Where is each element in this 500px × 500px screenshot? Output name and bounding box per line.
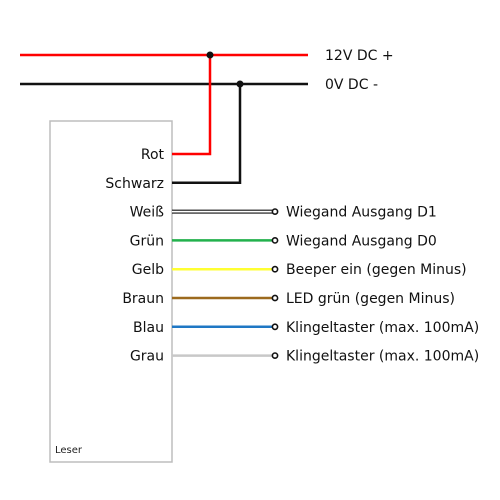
wire-7: Grau Klingeltaster (max. 100mA) [130, 349, 479, 365]
wire-3: Grün Wiegand Ausgang D0 [130, 233, 437, 249]
wire-2: Weiß Wiegand Ausgang D1 [130, 205, 437, 221]
terminal-dot [271, 208, 279, 215]
wire-label: Weiß [130, 205, 165, 221]
wire-label: Grün [130, 233, 164, 249]
reader-label: Leser [55, 445, 83, 456]
wire-function-label: Klingeltaster (max. 100mA) [286, 349, 479, 365]
terminal-dot [271, 294, 279, 302]
wire-line [172, 55, 212, 156]
wire-function-label: Wiegand Ausgang D1 [286, 205, 437, 221]
reader-box [49, 120, 173, 463]
wire-label: Blau [133, 320, 164, 336]
wire-function-label: Klingeltaster (max. 100mA) [286, 320, 479, 336]
wire-label: Gelb [132, 262, 164, 278]
wire-6: Blau Klingeltaster (max. 100mA) [133, 320, 479, 336]
wire-label: Rot [141, 147, 165, 163]
terminal-dot [271, 236, 279, 244]
wire-function-label: Wiegand Ausgang D0 [286, 233, 437, 249]
wire-label: Schwarz [105, 176, 164, 192]
wire-0: Rot [141, 51, 214, 163]
wire-function-label: LED grün (gegen Minus) [286, 291, 455, 307]
terminal-dot [271, 352, 279, 359]
wire-label: Braun [122, 291, 164, 307]
junction-dot [206, 51, 214, 59]
wire-5: Braun LED grün (gegen Minus) [122, 291, 455, 307]
wire-1: Schwarz [105, 80, 244, 192]
rail-label-1: 0V DC - [325, 77, 378, 93]
rail-label-0: 12V DC + [325, 48, 394, 64]
terminal-dot [271, 265, 279, 273]
wire-line [172, 84, 242, 185]
wire-4: Gelb Beeper ein (gegen Minus) [132, 262, 467, 278]
wire-function-label: Beeper ein (gegen Minus) [286, 262, 467, 278]
junction-dot [236, 80, 244, 88]
terminal-dot [271, 323, 279, 331]
wire-label: Grau [130, 349, 164, 365]
power-rails: 12V DC + 0V DC - [20, 48, 394, 93]
